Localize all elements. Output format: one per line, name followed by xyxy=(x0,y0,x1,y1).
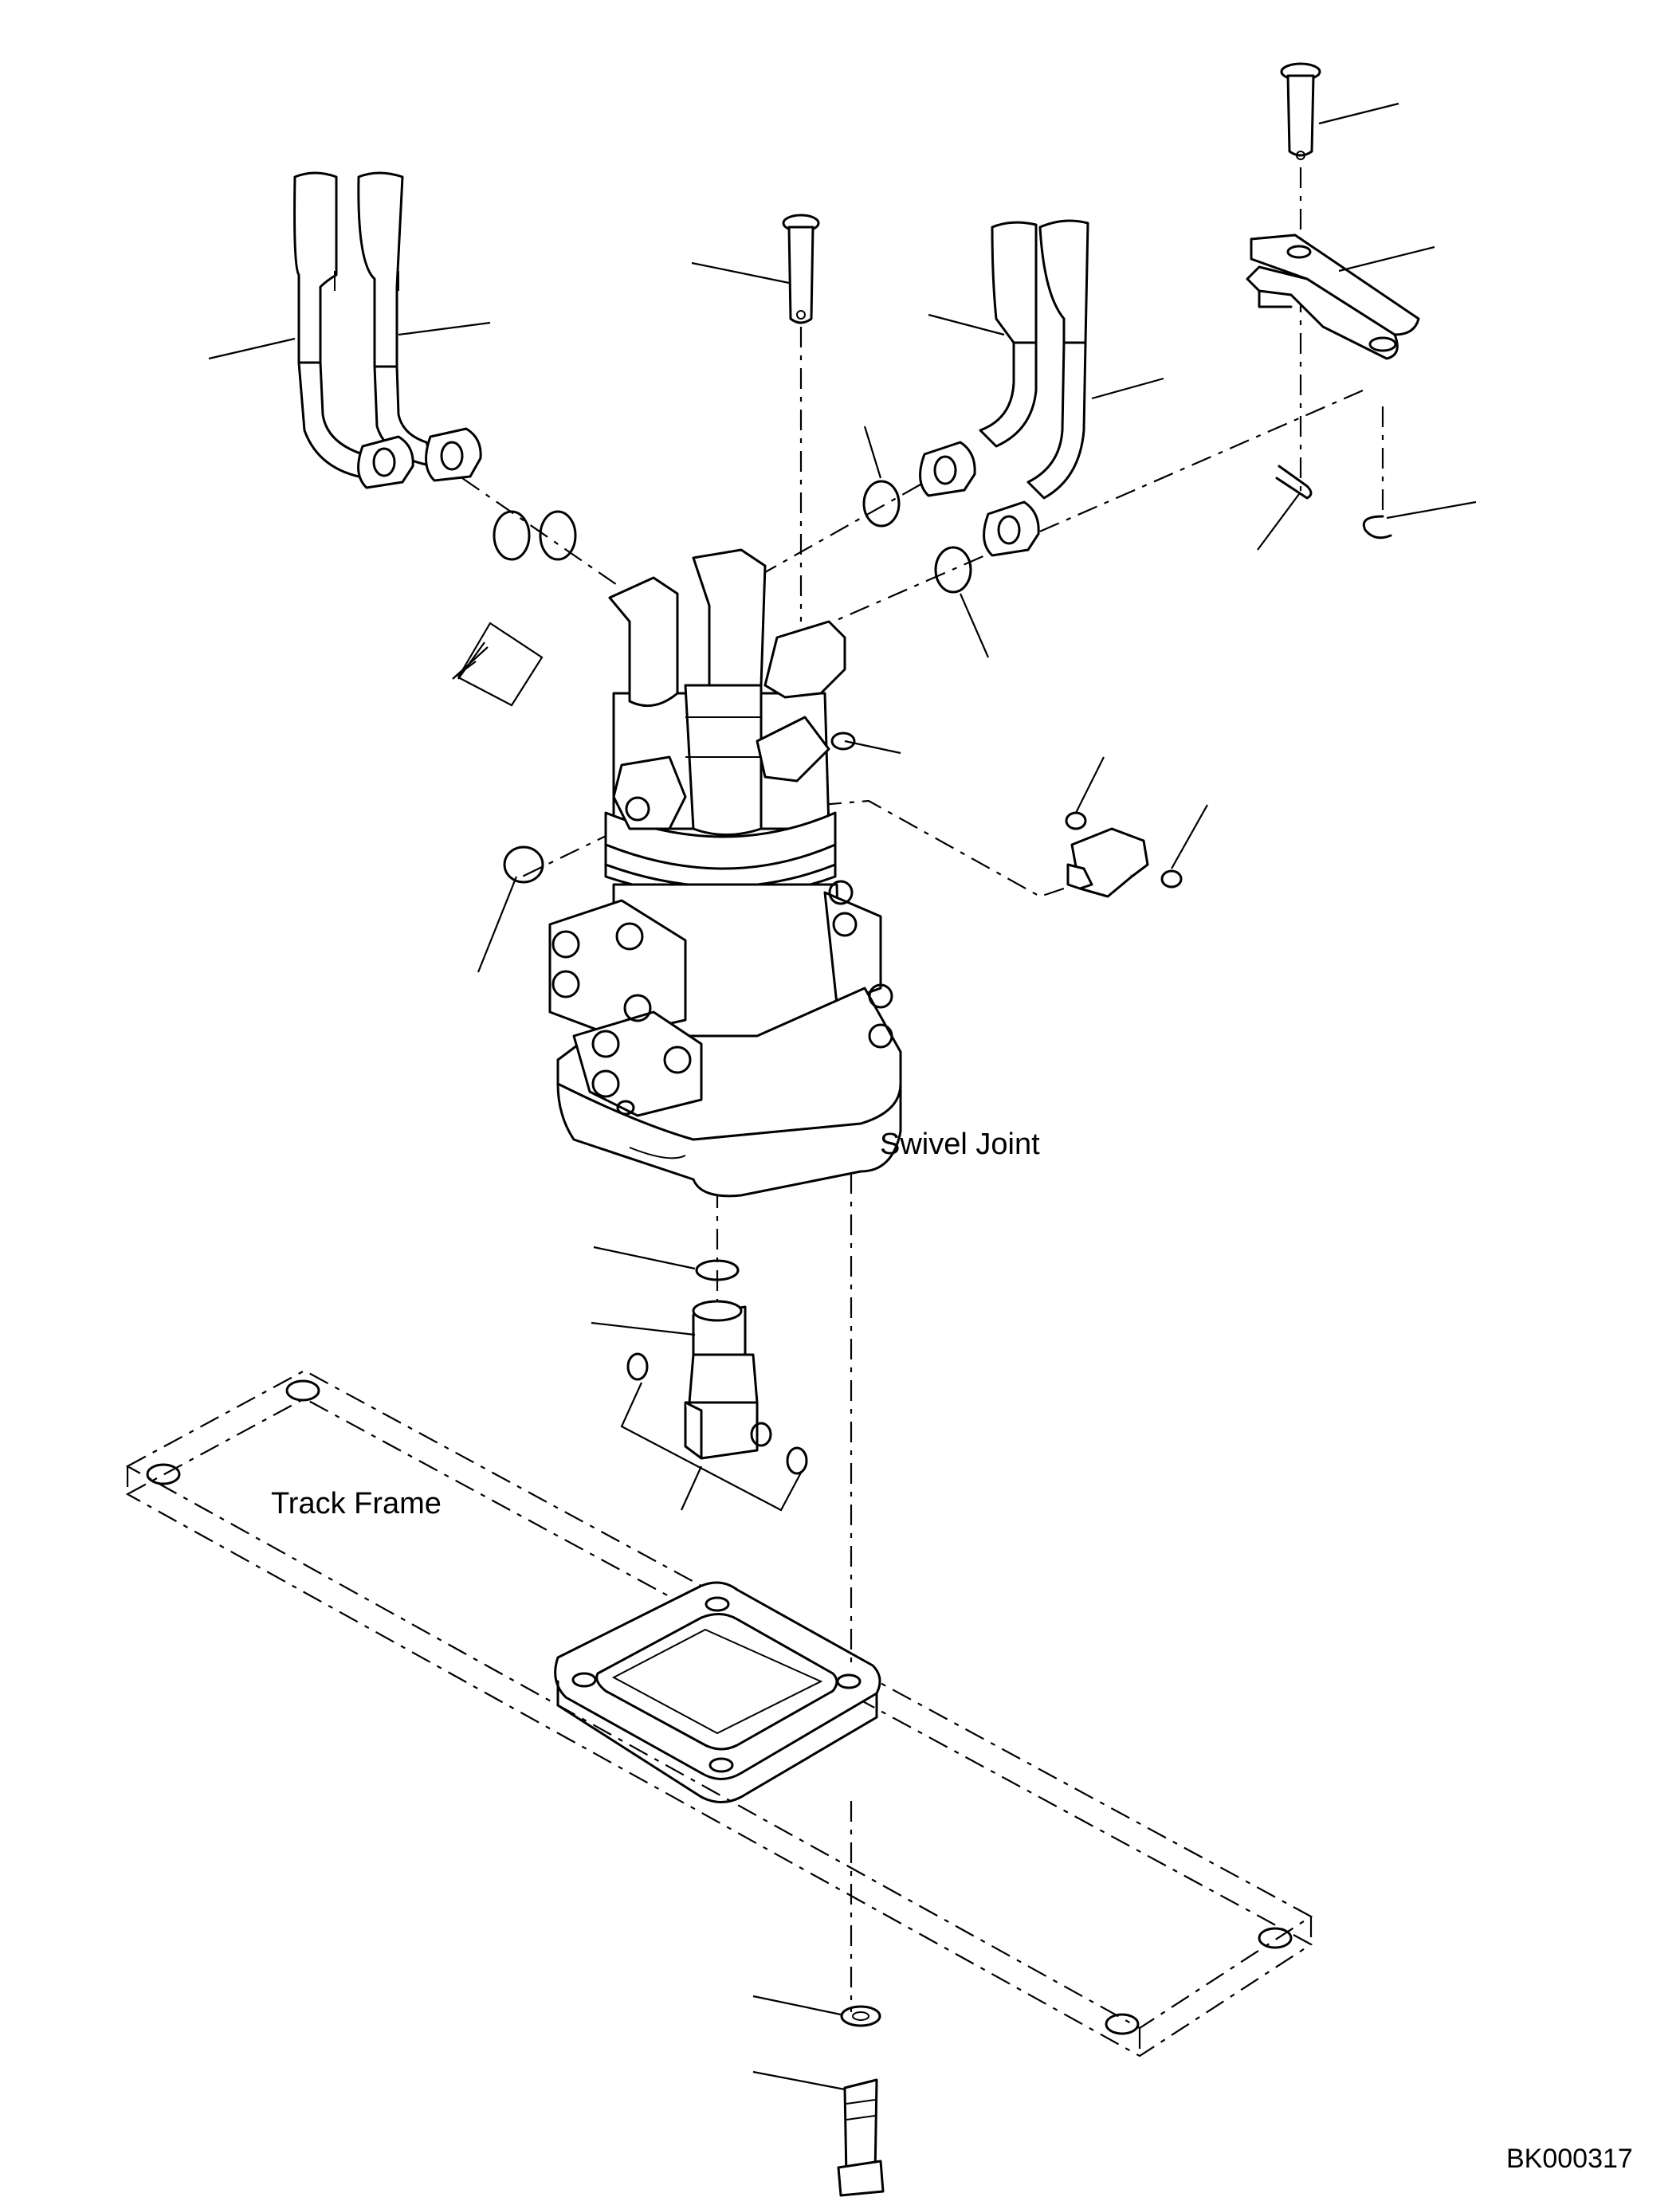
left-hose-pair xyxy=(293,171,482,489)
top-pin xyxy=(782,214,820,324)
right-hose-pair xyxy=(919,219,1089,557)
bottom-bolt xyxy=(837,2078,885,2197)
track-frame-plate xyxy=(125,1369,1313,2058)
swivel-top-fittings xyxy=(608,548,846,836)
bracket-pin xyxy=(1280,62,1321,160)
snap-ring xyxy=(1362,515,1392,539)
drawing-id: BK000317 xyxy=(1506,2144,1633,2174)
swivel-mount-plate xyxy=(554,1581,881,1803)
tee-fitting xyxy=(1066,827,1149,898)
leader-lines xyxy=(208,102,1477,2091)
o-rings xyxy=(493,480,1183,2027)
lower-tee-fitting xyxy=(684,1300,772,1460)
track-frame-label: Track Frame xyxy=(271,1487,442,1520)
lock-bracket xyxy=(1246,233,1420,360)
swivel-joint-label: Swivel Joint xyxy=(880,1128,1040,1161)
cotter-pin xyxy=(1275,465,1313,500)
